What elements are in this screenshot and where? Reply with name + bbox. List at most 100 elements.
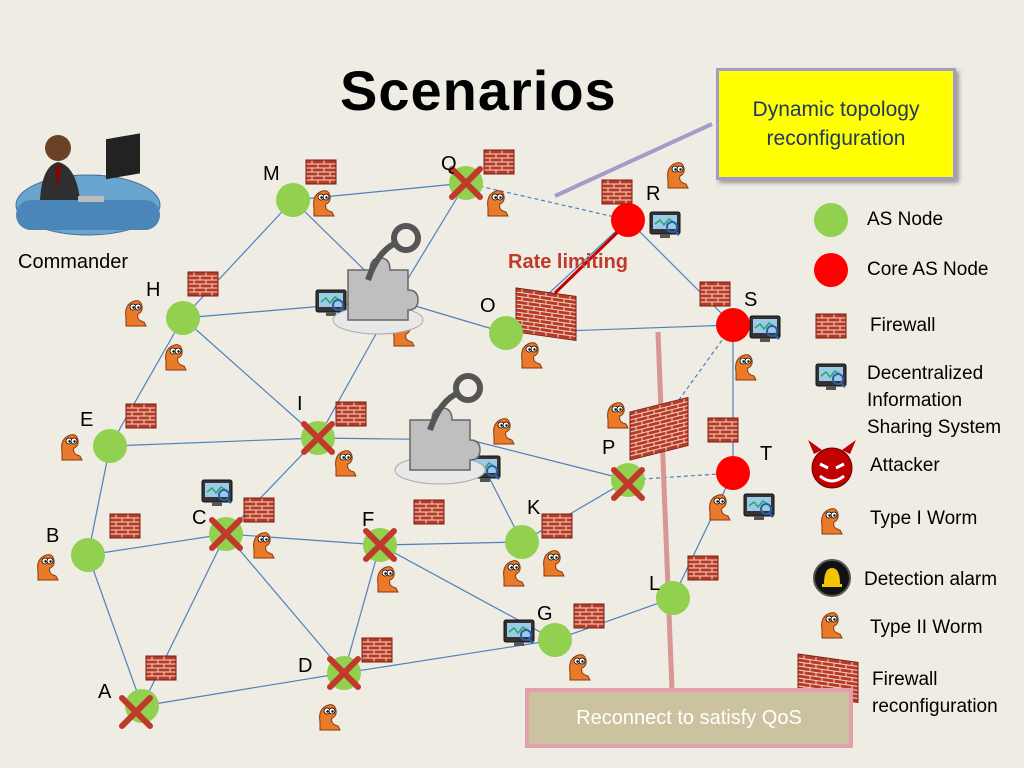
firewall-large-icon [629,396,689,461]
legend-type2-worm-label: Type II Worm [870,617,983,638]
as-node-e [93,429,127,463]
monitors [200,210,782,648]
legend-as-node-icon [814,203,848,237]
puzzle-key-icon [333,226,423,334]
as-node-b [71,538,105,572]
worm-icon [377,566,399,593]
worm-icon [503,560,525,587]
firewall-icon [601,179,633,205]
core-node-t [716,456,750,490]
label-a: A [98,681,112,703]
legend-monitor-icon [814,362,848,392]
label-d: D [298,655,312,677]
firewall-icon [687,555,719,581]
node-labels: M Q R H O S I E P T C F K B L G D A [46,153,772,703]
worm-icon [735,354,757,381]
legend-type1-worm-label: Type I Worm [870,508,978,529]
as-node-h [166,301,200,335]
firewall-icon [483,149,515,175]
firewall-icon [243,497,275,523]
attacker-icon [808,440,856,489]
worm-icon [709,494,731,521]
firewall-icon [335,401,367,427]
firewall-icon [187,271,219,297]
commander-label: Commander [18,251,128,273]
commander-icon [15,133,161,236]
firewall-icon [145,655,177,681]
legend-firewall-icon [815,313,847,339]
qos-callout: Reconnect to satisfy QoS [525,688,853,748]
core-node-s [716,308,750,342]
firewalls [109,149,739,681]
firewall-icon [361,637,393,663]
label-m: M [263,163,280,185]
page-title: Scenarios [340,59,617,122]
firewall-large-icon [515,287,577,342]
label-f: F [362,509,374,531]
label-b: B [46,525,59,547]
label-h: H [146,279,160,301]
qos-line [655,331,675,691]
monitor-icon [648,210,682,240]
label-r: R [646,183,660,205]
monitor-icon [200,478,234,508]
label-e: E [80,409,93,431]
legend-detection-alarm-label: Detection alarm [864,569,998,590]
label-k: K [527,497,541,519]
label-s: S [744,289,757,311]
legend-core-node-label: Core AS Node [867,259,989,280]
worm-icon [607,402,629,429]
worm-icon [487,190,509,217]
label-l: L [649,573,660,595]
worm-icon [165,344,187,371]
legend-attacker-label: Attacker [870,455,940,476]
firewall-icon [413,499,445,525]
dynamic-topology-callout: Dynamic topology reconfiguration [716,68,956,180]
label-g: G [537,603,553,625]
worm-icon [125,300,147,327]
monitor-icon [742,492,776,522]
worm-icon [521,342,543,369]
firewall-icon [707,417,739,443]
legend-icons [797,203,859,704]
firewall-icon [125,403,157,429]
firewall-icon [573,603,605,629]
firewall-icon [541,513,573,539]
label-c: C [192,507,206,529]
as-node-g [538,623,572,657]
monitor-icon [502,618,536,648]
legend-diss-label: Decentralized Information Sharing System [867,363,1002,438]
label-t: T [760,443,772,465]
legend-as-node-label: AS Node [867,209,944,230]
label-i: I [297,393,303,415]
worm-icon [335,450,357,477]
as-node-m [276,183,310,217]
legend-firewall-reconfig-label: Firewall reconfiguration [872,669,998,717]
alarm-icon [813,559,851,597]
worm-icon [569,654,591,681]
firewall-icon [109,513,141,539]
legend-type2-worm-icon [821,612,843,639]
worm-icon [313,190,335,217]
worm-icon [253,532,275,559]
puzzle-key-icon [395,376,485,484]
label-p: P [602,437,615,459]
monitor-icon [748,314,782,344]
worm-icon [37,554,59,581]
label-o: O [480,295,496,317]
legend-firewall-label: Firewall [870,315,936,336]
worm-icon [61,434,83,461]
as-node-k [505,525,539,559]
firewall-icon [699,281,731,307]
as-node-o [489,316,523,350]
callout-pointer [554,122,713,198]
legend-type1-worm-icon [821,508,843,535]
worm-icon [543,550,565,577]
rate-limit-line [553,223,627,295]
legend-core-node-icon [814,253,848,287]
worm-icon [667,162,689,189]
label-q: Q [441,153,457,175]
worm-icon [319,704,341,731]
rate-limiting-label: Rate limiting [508,251,628,273]
